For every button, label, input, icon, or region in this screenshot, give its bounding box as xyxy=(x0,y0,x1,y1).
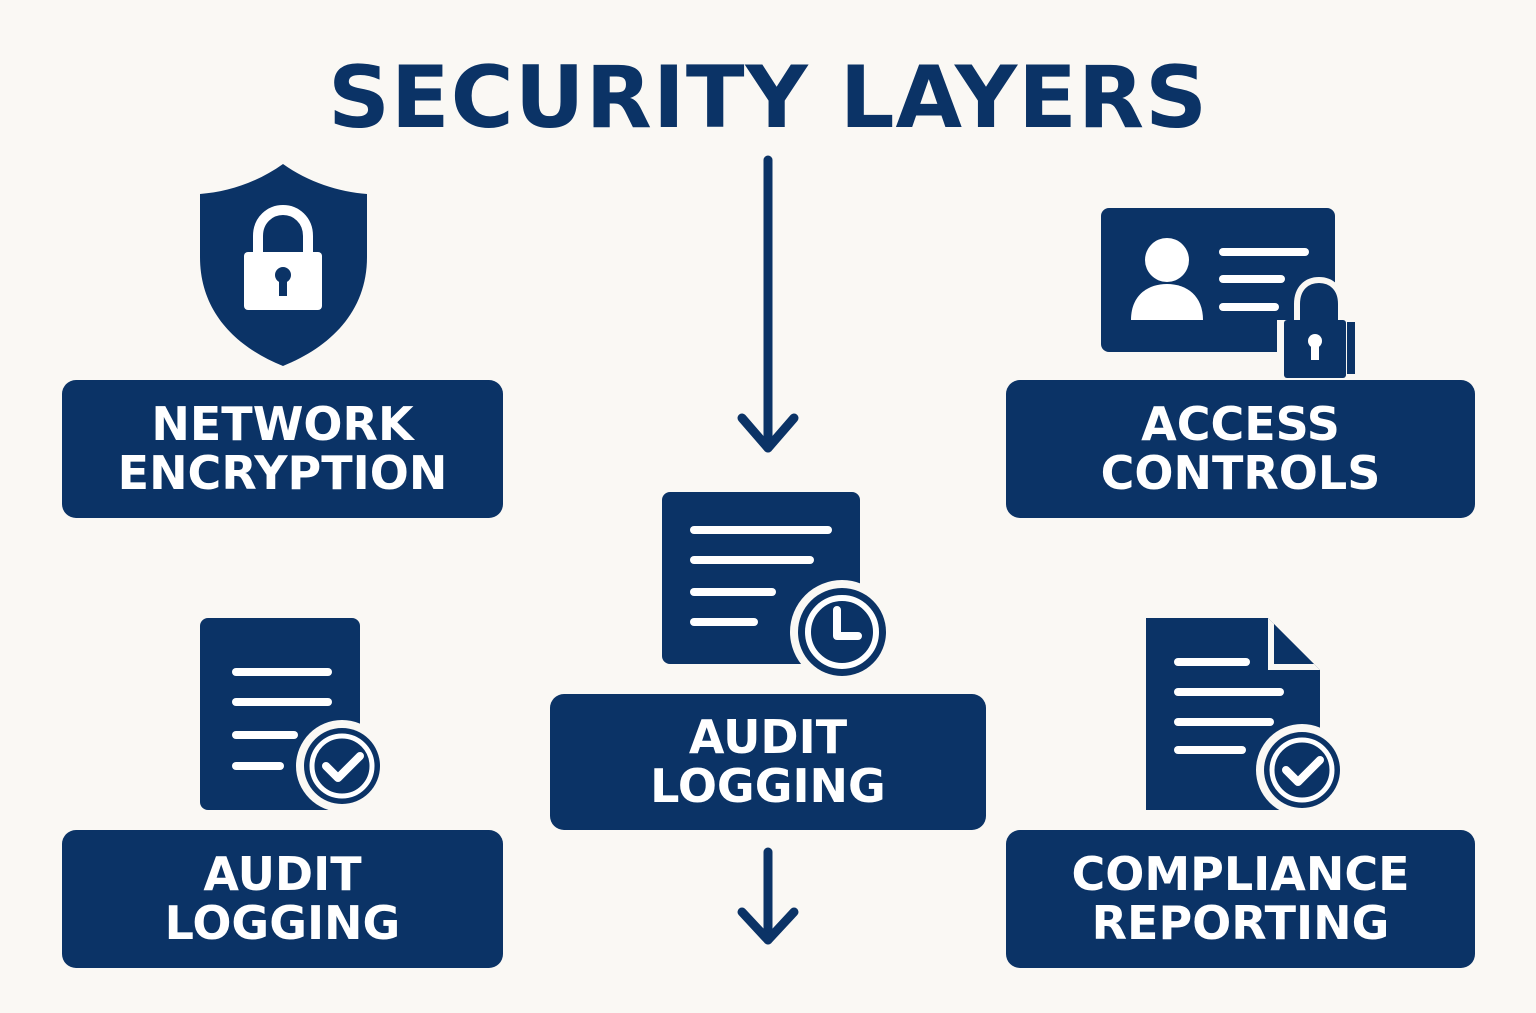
node-label-line: ENCRYPTION xyxy=(117,446,448,500)
node-compliance-reporting: COMPLIANCE REPORTING xyxy=(1006,830,1475,968)
node-access-controls: ACCESS CONTROLS xyxy=(1006,380,1475,518)
node-label-line: NETWORK xyxy=(151,397,414,451)
shield-lock-icon xyxy=(200,164,367,366)
node-label-line: AUDIT xyxy=(688,710,848,764)
node-label-line: ACCESS xyxy=(1141,397,1340,451)
node-audit-logging-left: AUDIT LOGGING xyxy=(62,830,503,968)
node-label-line: LOGGING xyxy=(164,896,401,950)
node-audit-logging-center: AUDIT LOGGING xyxy=(550,694,986,830)
node-label-line: COMPLIANCE xyxy=(1071,847,1410,901)
id-card-lock-icon xyxy=(1101,208,1361,378)
document-fold-check-icon xyxy=(1146,618,1348,816)
node-label-line: AUDIT xyxy=(203,847,362,901)
document-check-icon xyxy=(200,618,388,812)
diagram-title: SECURITY LAYERS xyxy=(327,48,1209,148)
node-label-line: LOGGING xyxy=(650,759,886,813)
node-label-line: REPORTING xyxy=(1091,896,1390,950)
document-clock-icon xyxy=(662,492,894,684)
node-label-line: CONTROLS xyxy=(1100,446,1381,500)
node-network-encryption: NETWORK ENCRYPTION xyxy=(62,380,503,518)
